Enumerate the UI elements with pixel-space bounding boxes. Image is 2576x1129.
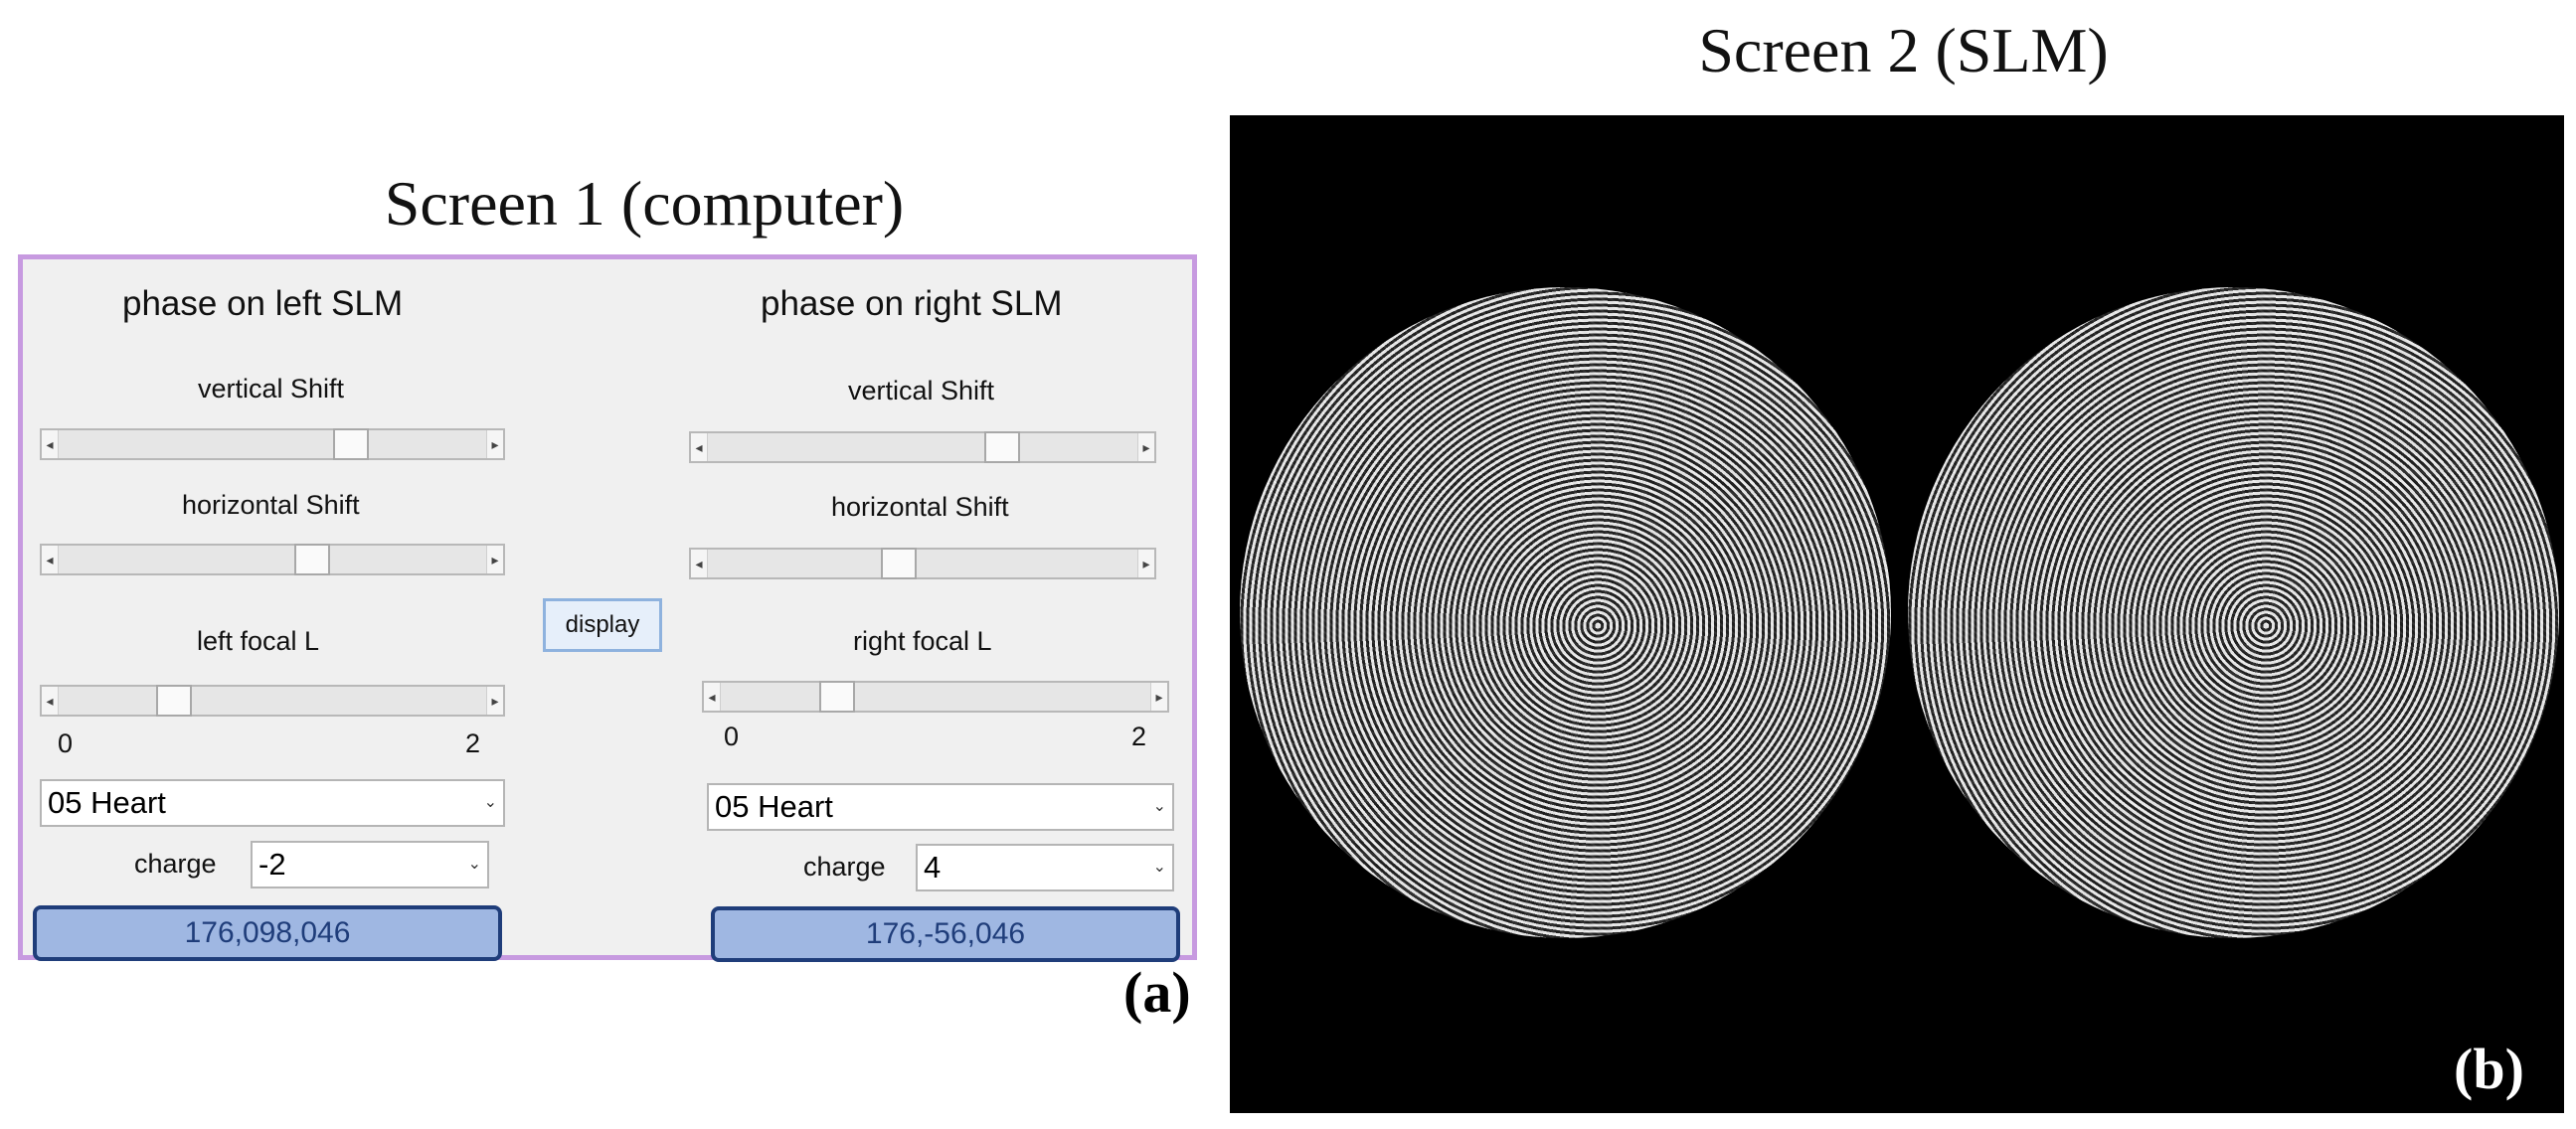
right-vertical-shift-slider[interactable]: ◂ ▸ <box>689 431 1156 463</box>
left-arrow-icon[interactable]: ◂ <box>42 430 59 458</box>
label-b: (b) <box>2454 1037 2524 1101</box>
right-focal-label: right focal L <box>853 626 992 656</box>
right-charge-value: 4 <box>924 850 942 885</box>
left-readout: 176,098,046 <box>33 905 502 961</box>
left-horizontal-shift-label: horizontal Shift <box>182 490 360 520</box>
right-focal-slider[interactable]: ◂ ▸ <box>702 681 1169 713</box>
right-vertical-shift-label: vertical Shift <box>848 376 995 405</box>
left-focal-slider[interactable]: ◂ ▸ <box>40 685 505 717</box>
left-focal-min: 0 <box>58 728 74 758</box>
slider-thumb[interactable] <box>983 431 1020 463</box>
right-readout: 176,-56,046 <box>711 906 1180 962</box>
right-focal-max: 2 <box>1131 722 1147 751</box>
left-charge-select[interactable]: -2 ⌄ <box>251 841 489 888</box>
label-a: (a) <box>1123 960 1191 1025</box>
right-horizontal-shift-label: horizontal Shift <box>831 492 1009 522</box>
right-phase-pattern <box>1908 287 2559 938</box>
left-phase-pattern <box>1240 287 1891 938</box>
left-focal-label: left focal L <box>197 626 320 656</box>
screen1-caption: Screen 1 (computer) <box>384 168 905 239</box>
slider-thumb[interactable] <box>818 681 855 713</box>
right-arrow-icon[interactable]: ▸ <box>486 430 503 458</box>
right-arrow-icon[interactable]: ▸ <box>486 687 503 715</box>
left-pattern-value: 05 Heart <box>48 785 166 820</box>
right-charge-label: charge <box>803 852 886 882</box>
slider-thumb[interactable] <box>156 685 192 717</box>
right-arrow-icon[interactable]: ▸ <box>486 546 503 573</box>
control-panel: phase on left SLM vertical Shift ◂ ▸ hor… <box>18 254 1197 962</box>
display-button[interactable]: display <box>543 598 662 652</box>
right-pattern-select[interactable]: 05 Heart ⌄ <box>707 783 1174 831</box>
left-arrow-icon[interactable]: ◂ <box>42 687 59 715</box>
slider-thumb[interactable] <box>333 428 370 460</box>
slider-thumb[interactable] <box>293 544 330 575</box>
right-arrow-icon[interactable]: ▸ <box>1137 433 1154 461</box>
right-charge-select[interactable]: 4 ⌄ <box>916 844 1174 891</box>
chevron-down-icon[interactable]: ⌄ <box>467 856 481 873</box>
left-arrow-icon[interactable]: ◂ <box>704 683 721 711</box>
left-arrow-icon[interactable]: ◂ <box>691 433 708 461</box>
right-focal-min: 0 <box>724 722 740 751</box>
right-arrow-icon[interactable]: ▸ <box>1137 550 1154 577</box>
right-heading: phase on right SLM <box>761 284 1063 323</box>
left-vertical-shift-slider[interactable]: ◂ ▸ <box>40 428 505 460</box>
left-arrow-icon[interactable]: ◂ <box>42 546 59 573</box>
chevron-down-icon[interactable]: ⌄ <box>1152 859 1166 876</box>
right-arrow-icon[interactable]: ▸ <box>1150 683 1167 711</box>
left-charge-value: -2 <box>258 847 286 882</box>
left-arrow-icon[interactable]: ◂ <box>691 550 708 577</box>
left-pattern-select[interactable]: 05 Heart ⌄ <box>40 779 505 827</box>
screen2-caption: Screen 2 (SLM) <box>1698 15 2109 85</box>
left-horizontal-shift-slider[interactable]: ◂ ▸ <box>40 544 505 575</box>
left-heading: phase on left SLM <box>122 284 404 323</box>
slm-screen <box>1230 115 2564 1113</box>
right-horizontal-shift-slider[interactable]: ◂ ▸ <box>689 548 1156 579</box>
left-focal-max: 2 <box>465 728 481 758</box>
right-pattern-value: 05 Heart <box>715 789 833 824</box>
left-vertical-shift-label: vertical Shift <box>198 374 345 403</box>
chevron-down-icon[interactable]: ⌄ <box>483 794 497 811</box>
chevron-down-icon[interactable]: ⌄ <box>1152 798 1166 815</box>
left-charge-label: charge <box>134 849 217 879</box>
slider-thumb[interactable] <box>881 548 918 579</box>
